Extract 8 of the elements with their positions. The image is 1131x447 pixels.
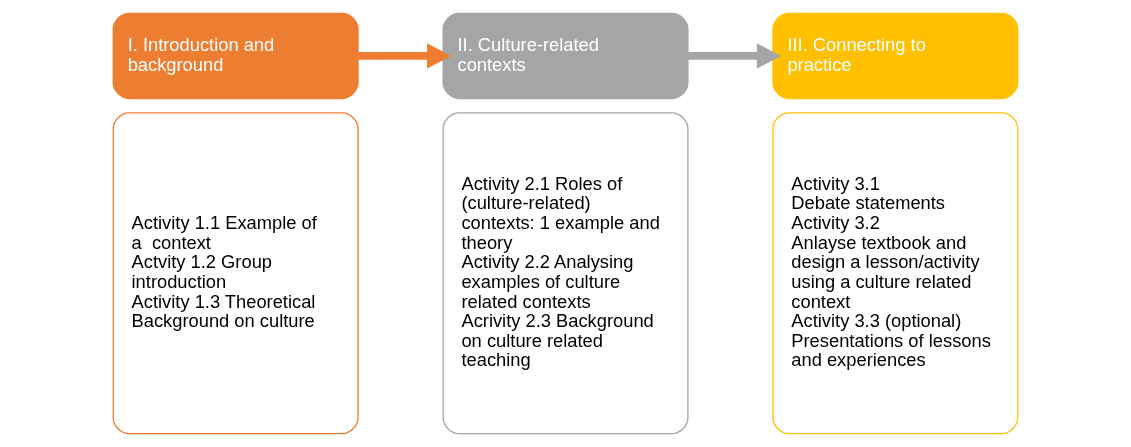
arrow: [687, 43, 782, 69]
node-box: Activity 1.1 Example of a context Actvity 1.2 Group introduction Activity 1.3 Theoretical Background on culture: [112, 112, 359, 435]
arrow: [358, 43, 452, 69]
node-box: Activity 3.1 Debate statements Activity 3.2 Anlayse textbook and design a lesson/activity using a culture related context Activity 3.3 (optional) Presentations of lessons and experiences: [772, 112, 1019, 435]
node-box: III. Connecting to practice: [772, 12, 1019, 100]
node-box: II. Culture-related contexts: [442, 12, 689, 100]
node-box: Activity 2.1 Roles of (culture-related) contexts: 1 example and theory Activity 2.2 Analysing examples of culture related contexts Acrivity 2.3 Background on culture related teaching: [442, 112, 689, 435]
node-box: I. Introduction and background: [112, 12, 359, 100]
